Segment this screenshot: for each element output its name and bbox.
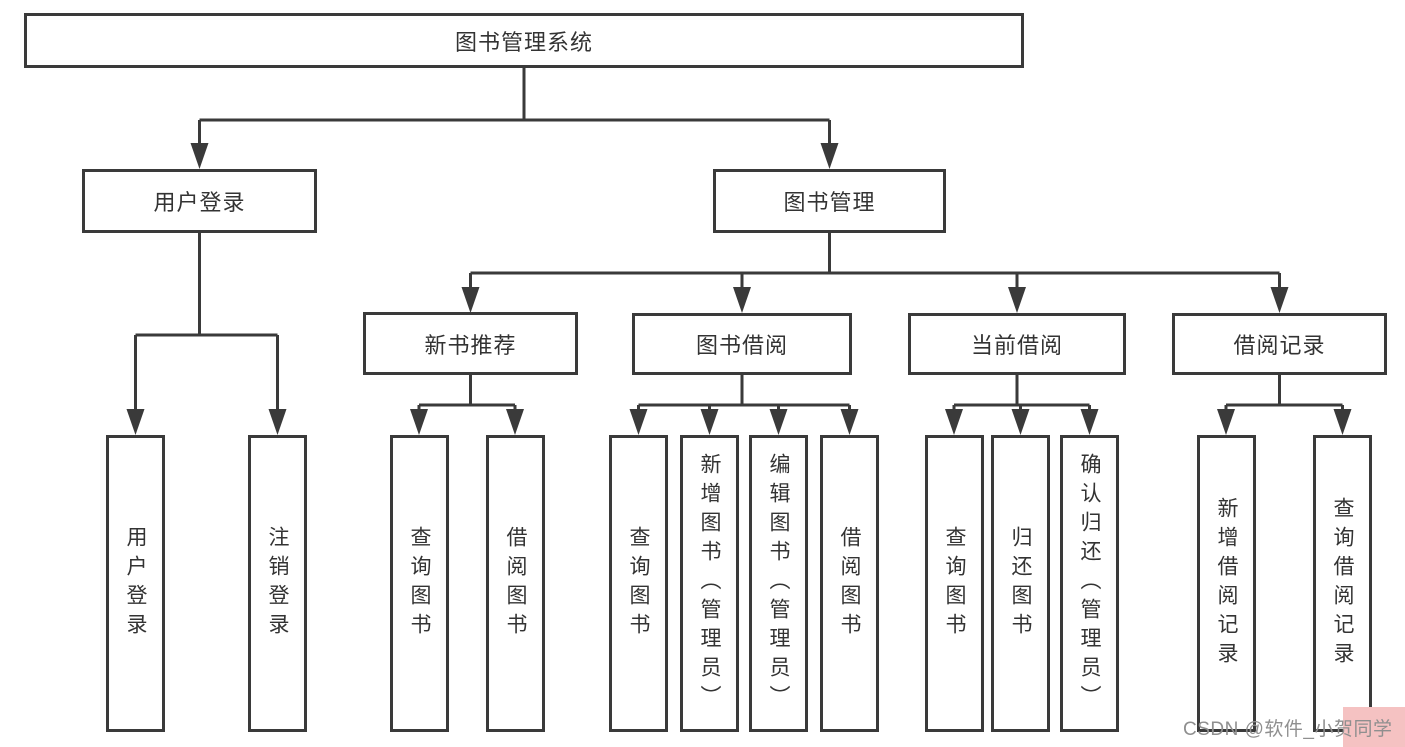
leaf-query-books-borrow: 查询图书 [609,435,668,732]
watermark-highlight [1343,707,1405,747]
watermark-text: CSDN @软件_小贺同学 [1183,719,1393,740]
leaf-borrow-books-recommend: 借阅图书 [486,435,545,732]
leaf-user-login: 用户登录 [106,435,165,732]
node-book-borrow: 图书借阅 [632,313,852,375]
node-library-system: 图书管理系统 [24,13,1024,68]
node-new-book-recommend: 新书推荐 [363,312,578,375]
leaf-edit-book-admin: 编辑图书（管理员） [749,435,808,732]
leaf-add-borrow-record: 新增借阅记录 [1197,435,1256,732]
leaf-return-book: 归还图书 [991,435,1050,732]
leaf-query-borrow-record: 查询借阅记录 [1313,435,1372,732]
arrowheads [126,143,1352,435]
node-book-management: 图书管理 [713,169,946,233]
leaf-borrow-book: 借阅图书 [820,435,879,732]
node-current-borrow: 当前借阅 [908,313,1126,375]
leaf-add-book-admin: 新增图书（管理员） [680,435,739,732]
leaf-query-books-recommend: 查询图书 [390,435,449,732]
leaf-query-books-current: 查询图书 [925,435,984,732]
node-borrow-records: 借阅记录 [1172,313,1387,375]
leaf-logout: 注销登录 [248,435,307,732]
leaf-confirm-return-admin: 确认归还（管理员） [1060,435,1119,732]
node-user-login: 用户登录 [82,169,317,233]
